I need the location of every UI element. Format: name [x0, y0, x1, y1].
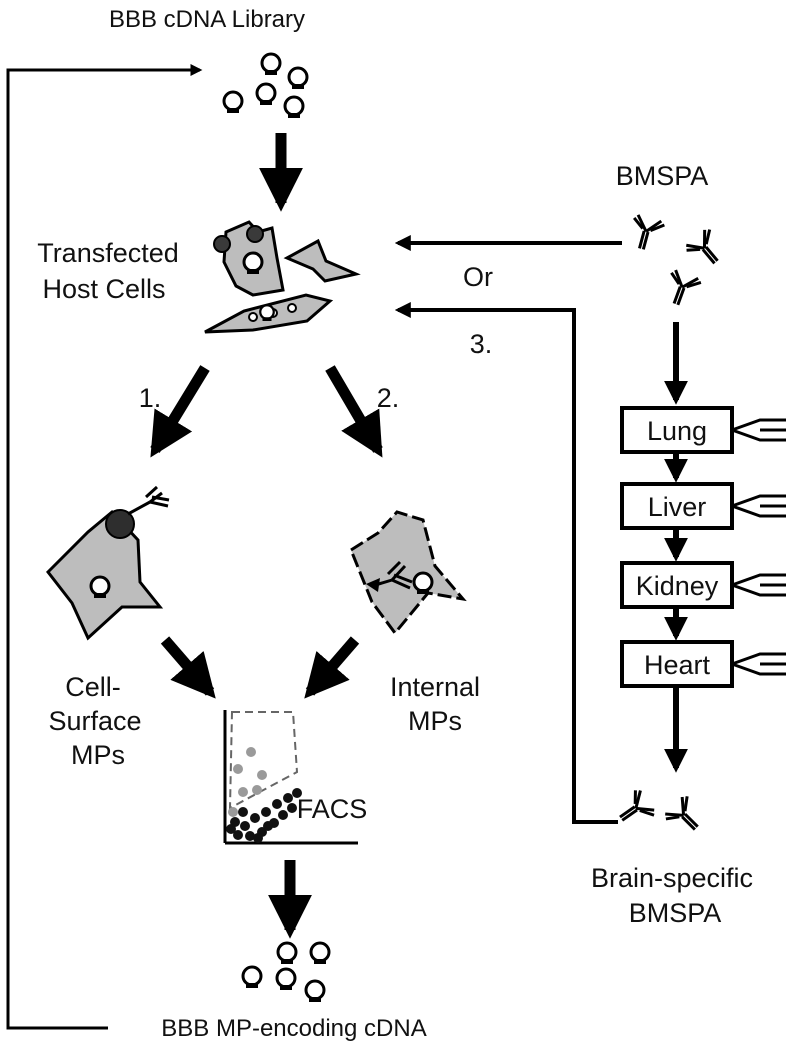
- cell-surface-line1: Cell-: [65, 672, 121, 702]
- bmspa-antibodies: [625, 212, 730, 312]
- or-label: Or: [463, 262, 493, 292]
- antibody-icon: [682, 225, 730, 274]
- step3-label: 3.: [470, 329, 493, 359]
- arrow-branch-2: [325, 365, 383, 458]
- facs-label: FACS: [297, 794, 368, 824]
- plasmid-icon: [255, 82, 277, 107]
- internal-line1: Internal: [390, 672, 480, 702]
- transfected-label-line1: Transfected: [37, 238, 179, 268]
- plasmid-icon: [287, 66, 309, 91]
- plasmid-icon: [241, 965, 263, 990]
- organ-lung: Lung: [647, 416, 707, 446]
- output-label: BBB MP-encoding cDNA: [161, 1015, 426, 1042]
- arrow-internal-to-facs: [304, 636, 360, 699]
- transfected-cells: [204, 220, 361, 334]
- cell-surface-cell: [46, 485, 170, 641]
- internal-cell: [349, 510, 467, 636]
- facs-plot: [223, 710, 358, 845]
- internal-line2: MPs: [408, 706, 462, 736]
- cell-surface-line3: MPs: [71, 740, 125, 770]
- plasmid-icon: [276, 941, 298, 966]
- output-plasmids: [241, 941, 331, 1004]
- antibody-icon: [611, 786, 658, 834]
- cell-surface-line2: Surface: [48, 706, 141, 736]
- library-label: BBB cDNA Library: [109, 6, 305, 33]
- brain-specific-line1: Brain-specific: [591, 863, 753, 893]
- transfected-label-line2: Host Cells: [42, 274, 165, 304]
- brain-specific-line2: BMSPA: [629, 898, 722, 928]
- bmspa-top-label: BMSPA: [616, 161, 709, 191]
- brain-specific-antibodies: [611, 786, 710, 841]
- feedback-loop-line: [6, 64, 203, 1030]
- plasmid-icon: [309, 941, 331, 966]
- organ-chain: Lung Liver Kidney Heart: [620, 406, 786, 773]
- organ-kidney: Kidney: [636, 571, 719, 601]
- library-plasmids: [222, 52, 309, 120]
- plasmid-icon: [283, 95, 305, 120]
- plasmid-icon: [222, 90, 244, 115]
- antibody-icon: [661, 792, 710, 841]
- plasmid-icon: [304, 979, 326, 1004]
- plasmid-icon: [275, 967, 297, 992]
- antibody-icon: [660, 267, 704, 312]
- antibody-icon: [625, 212, 667, 255]
- arrow-route-3: [394, 302, 618, 824]
- step2-label: 2.: [377, 383, 400, 413]
- organ-heart: Heart: [644, 650, 711, 680]
- plasmid-icon: [260, 52, 282, 77]
- organ-liver: Liver: [648, 492, 707, 522]
- arrow-branch-1: [150, 365, 210, 458]
- step1-label: 1.: [139, 383, 162, 413]
- arrow-surface-to-facs: [160, 636, 216, 699]
